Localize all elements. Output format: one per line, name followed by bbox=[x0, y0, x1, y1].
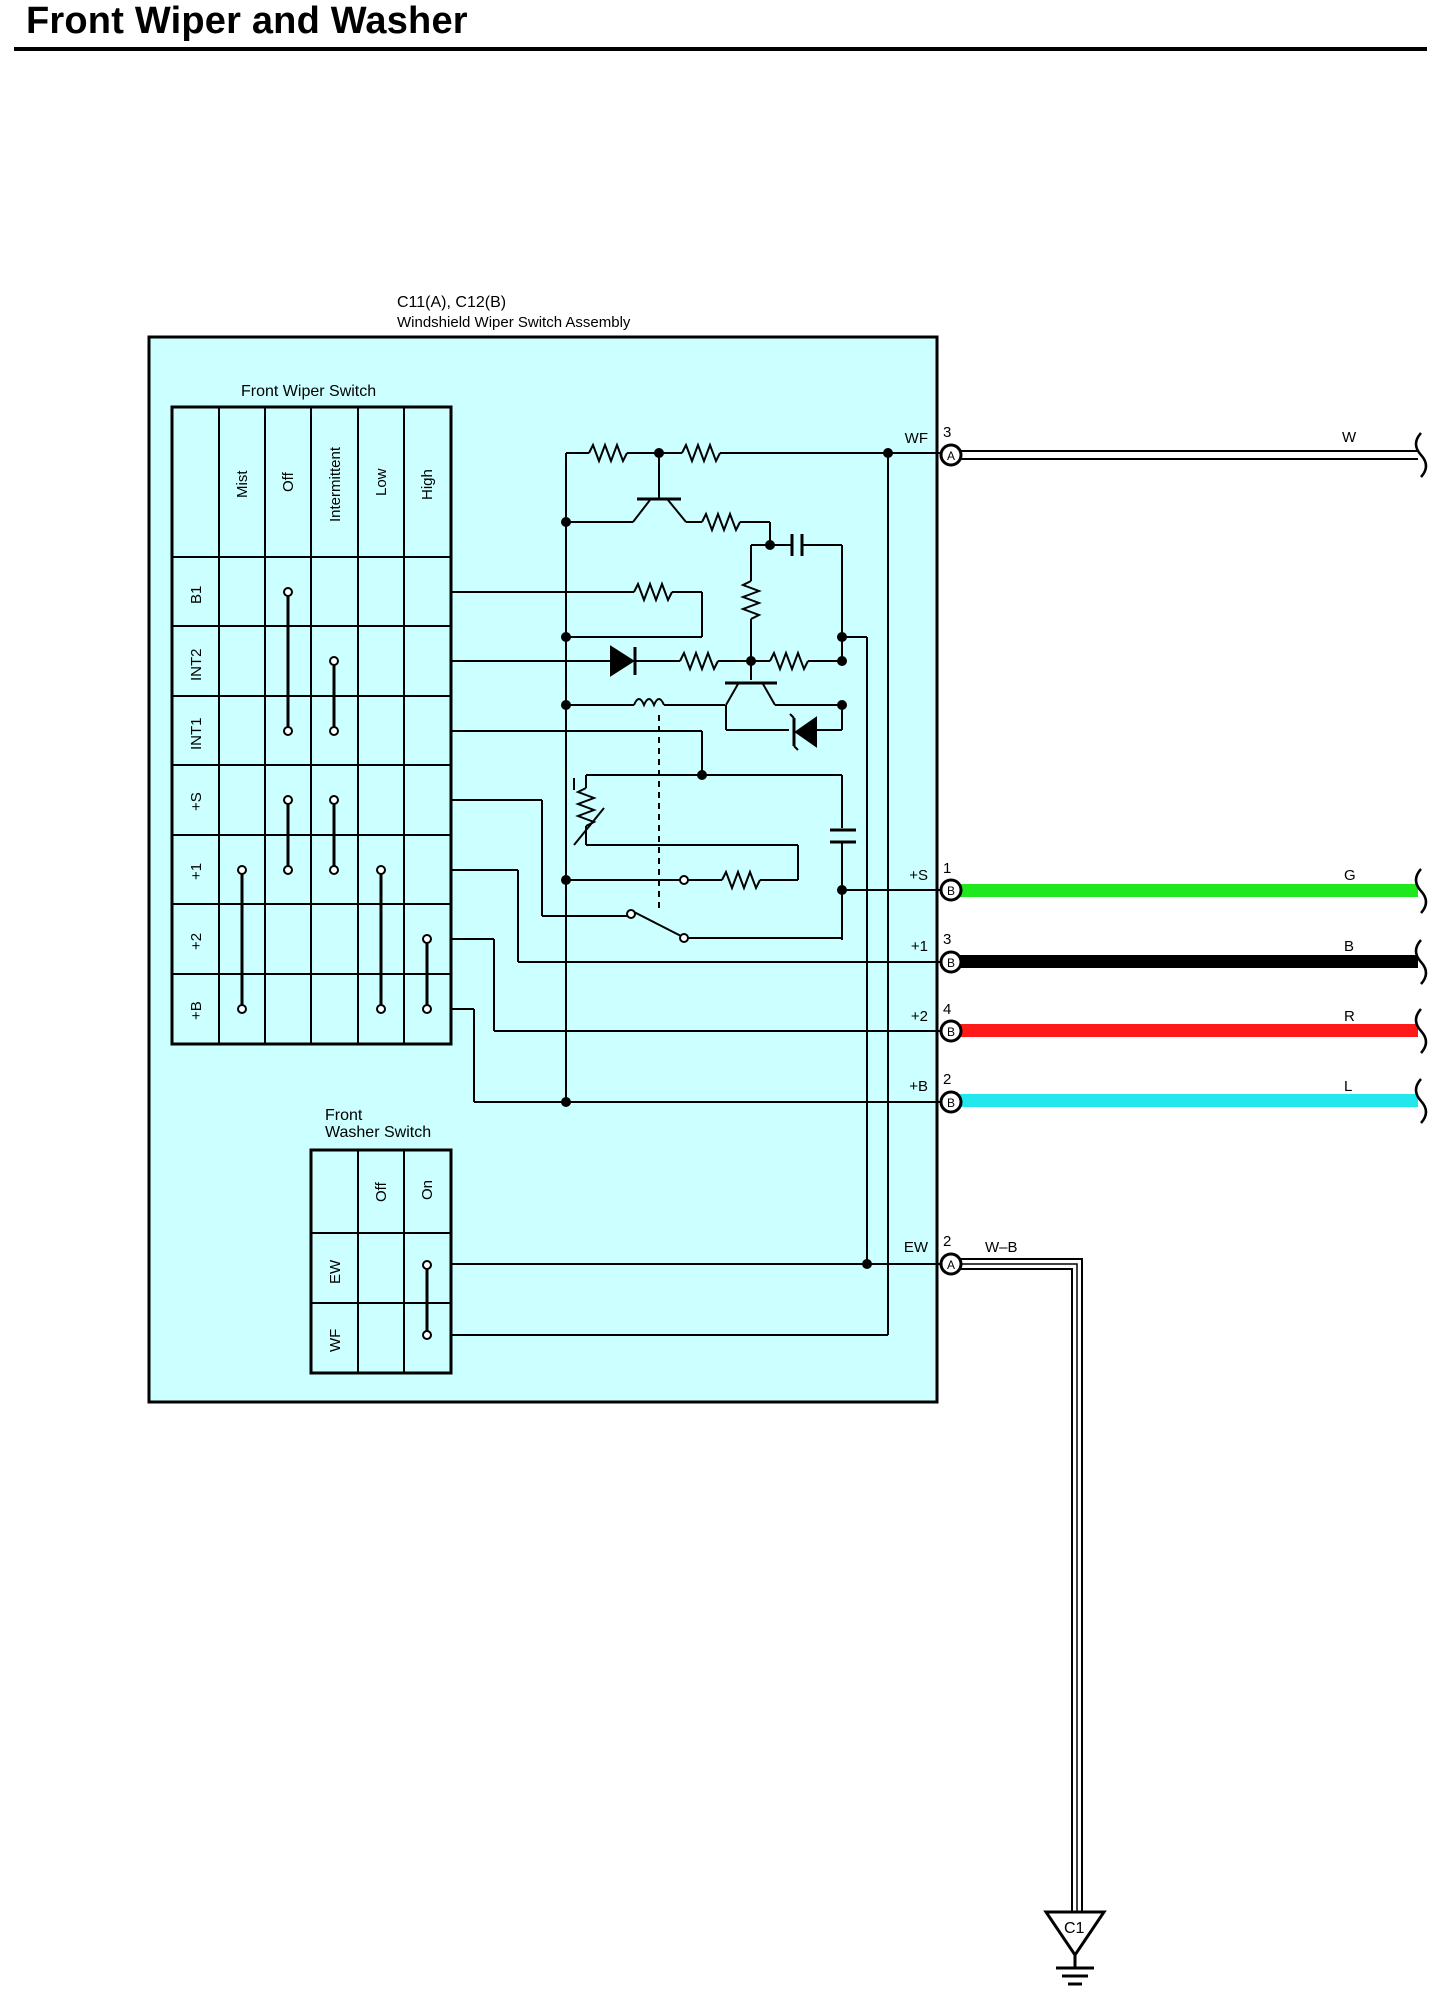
pin-plus-s-connector: B bbox=[947, 884, 955, 898]
washer-switch-title-1: Front bbox=[325, 1107, 363, 1124]
assembly-connector-label: C11(A), C12(B) bbox=[397, 294, 506, 311]
ground-label: C1 bbox=[1064, 1920, 1085, 1937]
wiper-pos-off: Off bbox=[280, 471, 297, 492]
wiper-term-int2: INT2 bbox=[188, 648, 205, 681]
washer-term-ew: EW bbox=[327, 1259, 344, 1284]
pin-ew-connector: A bbox=[947, 1258, 955, 1272]
pin-plus-b-connector: B bbox=[947, 1096, 955, 1110]
wiper-pos-mist: Mist bbox=[234, 470, 251, 498]
wire-b-label: B bbox=[1344, 938, 1354, 955]
pin-plus-2-connector: B bbox=[947, 1025, 955, 1039]
wire-r bbox=[948, 1024, 1418, 1037]
relay-contact-points bbox=[626, 875, 689, 943]
wire-g-label: G bbox=[1344, 867, 1356, 884]
pin-plus-1-connector: B bbox=[947, 956, 955, 970]
wire-l-label: L bbox=[1344, 1078, 1352, 1095]
washer-pos-on: On bbox=[419, 1180, 436, 1200]
washer-pos-off: Off bbox=[373, 1181, 390, 1202]
wiper-term-int1: INT1 bbox=[188, 717, 205, 750]
page-title: Front Wiper and Washer bbox=[26, 0, 468, 42]
wiper-term-plus-2: +2 bbox=[188, 933, 205, 950]
wire-w-label: W bbox=[1342, 429, 1357, 446]
wire-l bbox=[948, 1094, 1418, 1107]
pin-ew-name: EW bbox=[904, 1239, 929, 1256]
wiper-continuity-links bbox=[237, 587, 432, 1014]
wiper-switch-table bbox=[170, 405, 453, 1046]
washer-switch-title-2: Washer Switch bbox=[325, 1124, 431, 1141]
assembly-name-label: Windshield Wiper Switch Assembly bbox=[397, 314, 631, 331]
wire-w bbox=[948, 450, 1418, 460]
pin-wf-number: 3 bbox=[943, 424, 951, 441]
pin-plus-2-name: +2 bbox=[911, 1008, 928, 1025]
wiper-term-plus-b: +B bbox=[188, 1001, 205, 1020]
internal-circuit bbox=[451, 442, 947, 1336]
circuit-junctions bbox=[561, 448, 893, 1269]
wire-g bbox=[948, 884, 1418, 897]
ground-symbol bbox=[1043, 1910, 1107, 1986]
pin-plus-s-name: +S bbox=[909, 867, 928, 884]
washer-switch-table bbox=[309, 1148, 453, 1375]
washer-continuity-link bbox=[422, 1260, 432, 1340]
wiper-switch-title: Front Wiper Switch bbox=[241, 383, 376, 400]
wiper-pos-intermittent: Intermittent bbox=[327, 446, 344, 522]
pin-plus-2-number: 4 bbox=[943, 1001, 951, 1018]
wiper-term-plus-1: +1 bbox=[188, 863, 205, 880]
pin-plus-b-name: +B bbox=[909, 1078, 928, 1095]
wiper-term-plus-s: +S bbox=[188, 792, 205, 811]
pin-ew-number: 2 bbox=[943, 1233, 951, 1250]
title-rule bbox=[14, 47, 1427, 51]
wire-r-label: R bbox=[1344, 1008, 1355, 1025]
wire-end-breaks bbox=[1414, 432, 1428, 1124]
washer-term-wf: WF bbox=[327, 1329, 344, 1352]
wiper-pos-low: Low bbox=[373, 468, 390, 496]
pin-wf-name: WF bbox=[905, 430, 928, 447]
wiper-pos-high: High bbox=[419, 469, 436, 500]
pin-plus-1-name: +1 bbox=[911, 938, 928, 955]
wiper-term-b1: B1 bbox=[188, 586, 205, 604]
wire-b bbox=[948, 955, 1418, 968]
wire-w-b bbox=[948, 1258, 1083, 1916]
pin-wf-connector: A bbox=[947, 449, 955, 463]
wire-w-b-label: W–B bbox=[985, 1239, 1018, 1256]
pin-circles bbox=[939, 443, 963, 1276]
pin-plus-b-number: 2 bbox=[943, 1071, 951, 1088]
pin-plus-s-number: 1 bbox=[943, 860, 951, 877]
pin-plus-1-number: 3 bbox=[943, 931, 951, 948]
